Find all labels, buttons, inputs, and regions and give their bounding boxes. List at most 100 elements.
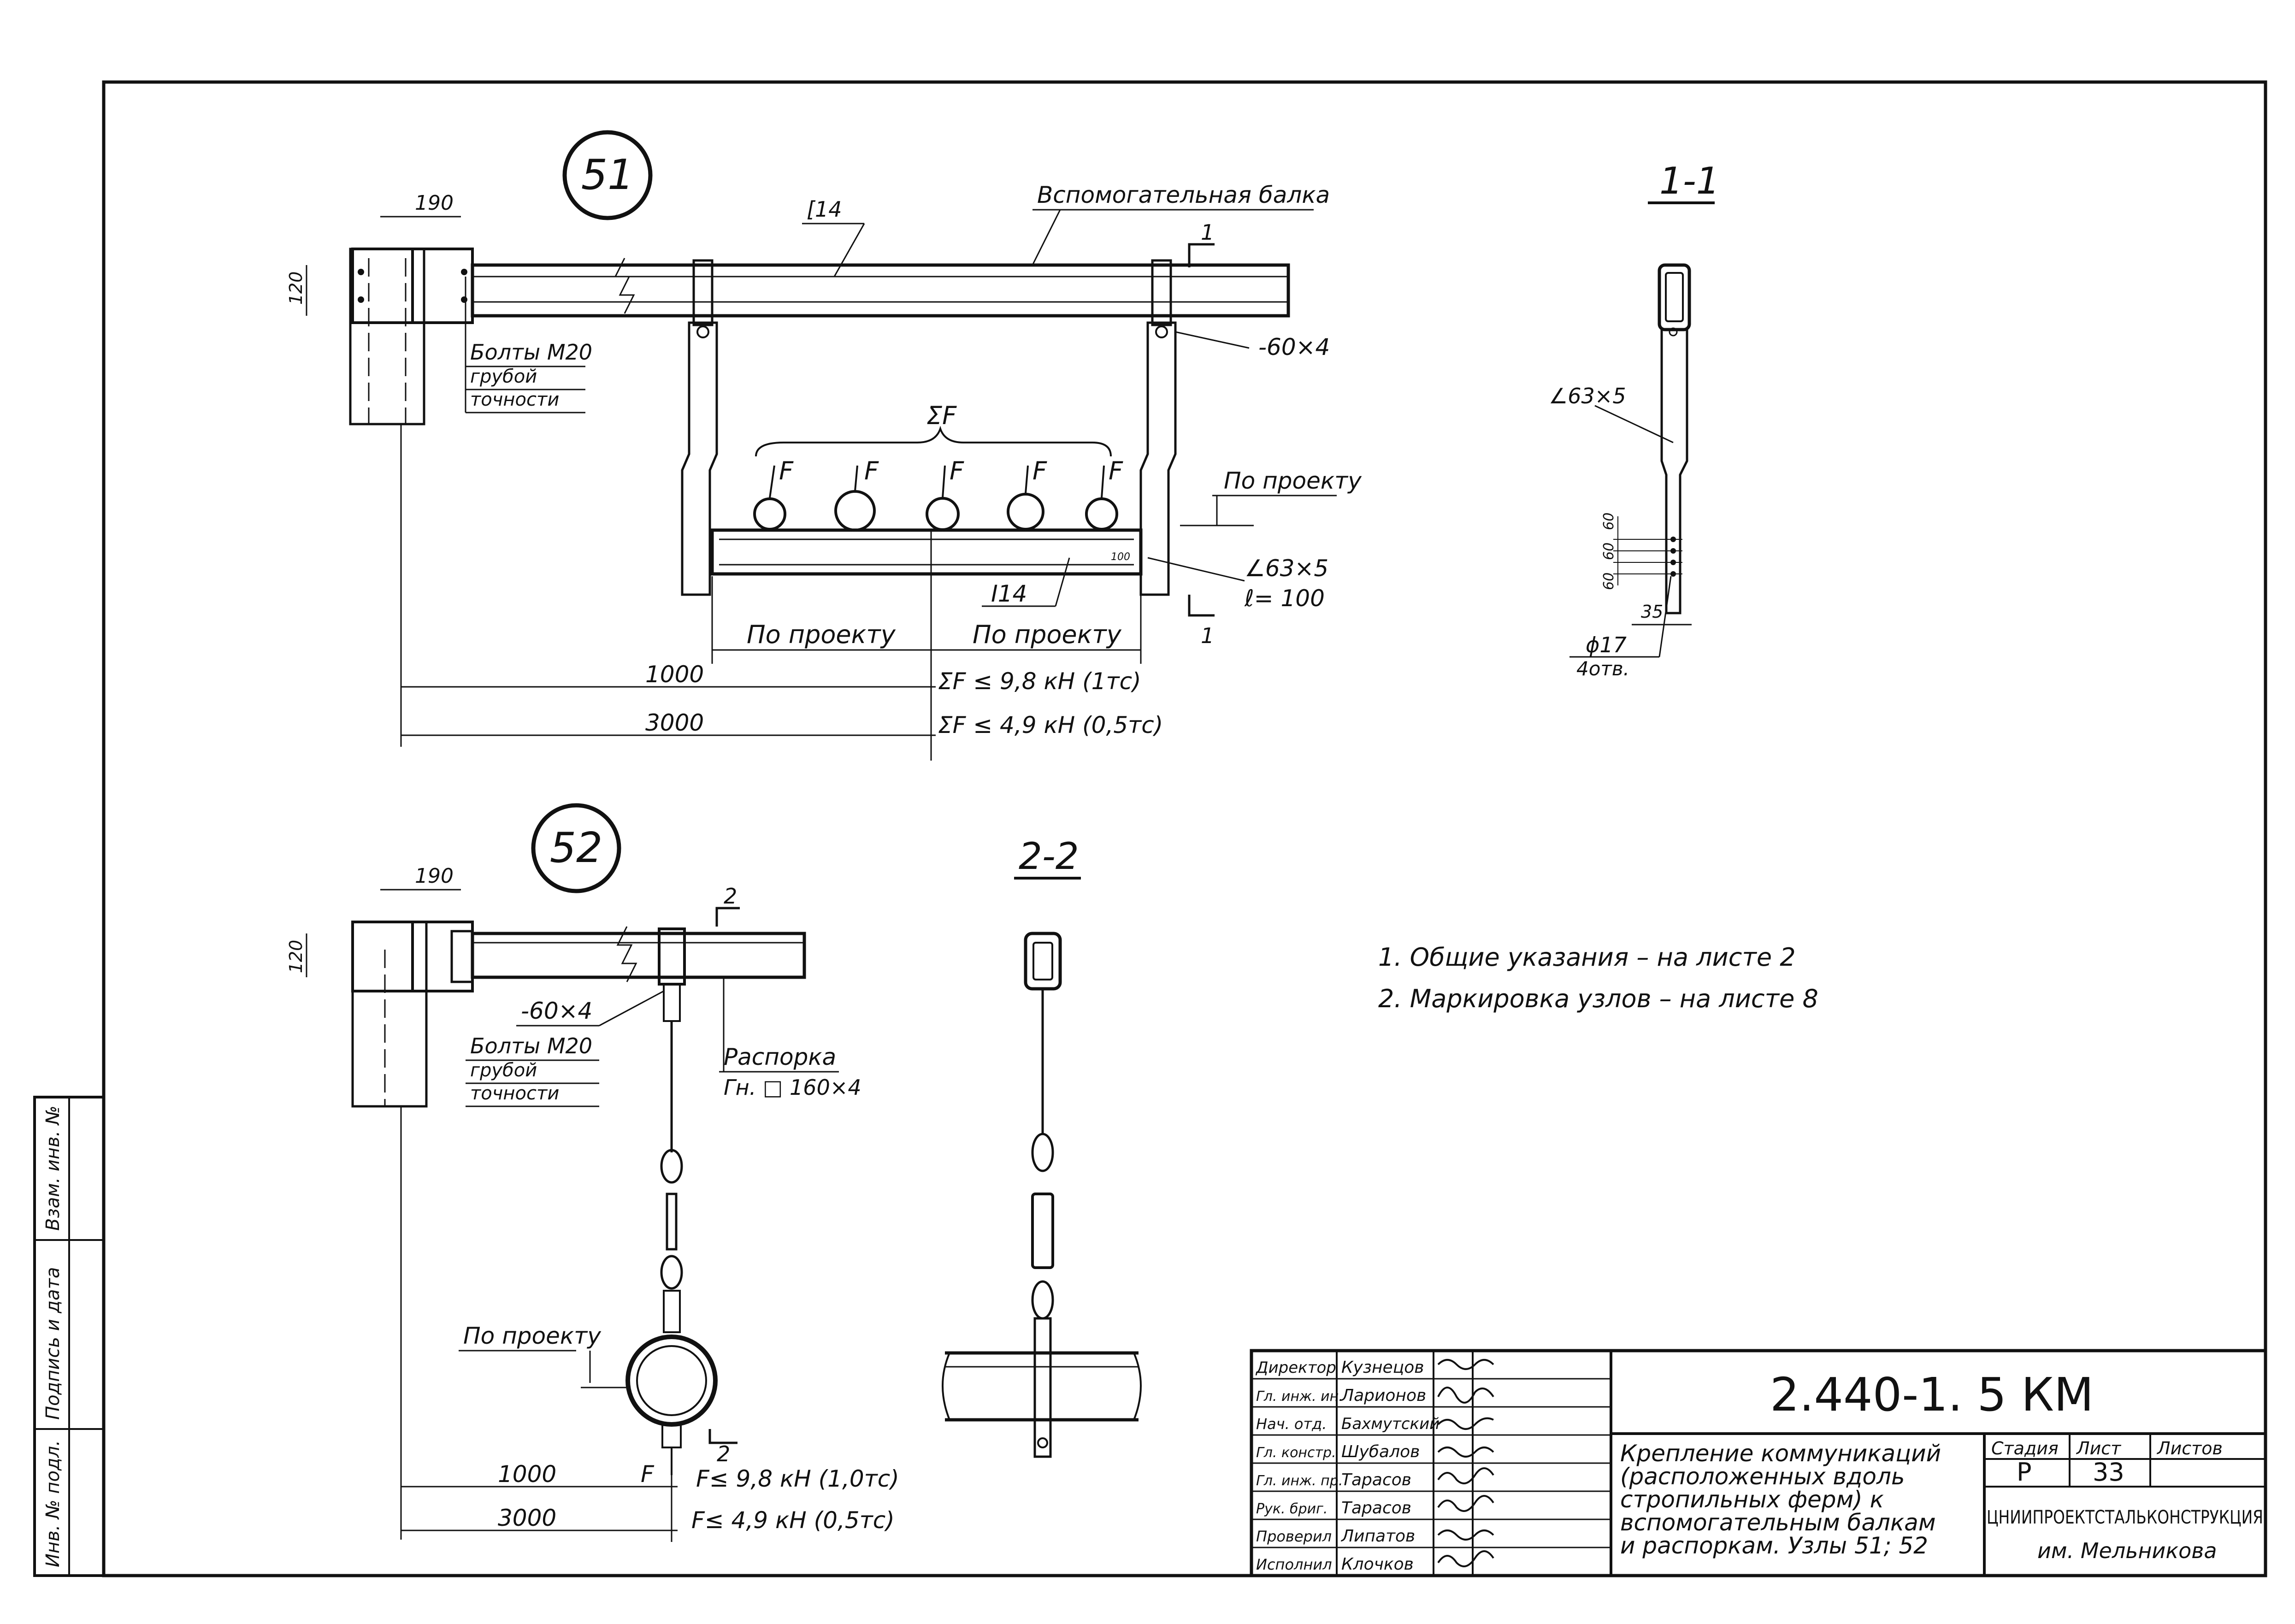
- side-stamp: Взам. инв. № Подпись и дата Инв. № подл.: [33, 1096, 105, 1577]
- load-1-52: F≤ 9,8 кН (1,0тс): [696, 1465, 899, 1492]
- channel-beam-51: [471, 263, 1290, 318]
- dim-120-51: 120: [286, 272, 306, 305]
- dim-100-51: 100: [1111, 551, 1130, 563]
- s11-dim-b: 60: [1601, 543, 1617, 560]
- name-4: Шубалов: [1341, 1442, 1420, 1461]
- section-mark-bottom-52: 2: [717, 1441, 730, 1466]
- per-project-label-52: По проекту: [463, 1323, 602, 1349]
- load-1-51: ΣF ≤ 9,8 кН (1тс): [938, 668, 1141, 695]
- s11-angle-label: ∠63×5: [1549, 384, 1626, 408]
- stamp-orig-inv: Инв. № подл.: [42, 1440, 64, 1567]
- dim-1000-52: 1000: [498, 1461, 556, 1488]
- desc-line-5: и распоркам. Узлы 51; 52: [1620, 1532, 1928, 1559]
- name-8: Клочков: [1341, 1555, 1414, 1574]
- strut-label: Распорка: [724, 1044, 836, 1070]
- desc-line-1: Крепление коммуникаций: [1620, 1440, 1941, 1467]
- section-1-1: 1-1 60 60 60 ∠63×5 35 ϕ17 4отв.: [1549, 159, 1720, 680]
- doc-code: 2.440-1. 5 КМ: [1770, 1368, 2094, 1422]
- name-6: Тарасов: [1341, 1499, 1411, 1518]
- desc-line-4: вспомогательным балкам: [1620, 1509, 1936, 1536]
- i-beam-51: [710, 528, 1143, 576]
- aux-beam-label: Вспомогательная балка: [1037, 182, 1330, 208]
- role-4: Гл. констр.: [1256, 1445, 1336, 1461]
- name-1: Кузнецов: [1341, 1358, 1424, 1377]
- i-beam-label-51: I14: [991, 580, 1027, 607]
- role-2: Гл. инж. ин.: [1256, 1388, 1343, 1405]
- section-mark-bottom-51: 1: [1201, 623, 1214, 648]
- dim-120-52: 120: [286, 940, 306, 974]
- dim-3000-51: 3000: [645, 709, 704, 736]
- load-2-51: ΣF ≤ 4,9 кН (0,5тс): [938, 712, 1163, 738]
- section-2-2-title: 2-2: [1019, 835, 1079, 878]
- org-name: ЦНИИПРОЕКТСТАЛЬКОНСТРУКЦИЯ: [1987, 1507, 2263, 1528]
- section-mark-top-52: 2: [724, 884, 737, 909]
- force-f-4: F: [1032, 456, 1047, 485]
- stage-header: Стадия: [1991, 1438, 2059, 1459]
- signatures: [1437, 1359, 1494, 1567]
- node-52-label: 52: [550, 824, 603, 872]
- angle-len-label-51: ℓ= 100: [1244, 585, 1325, 612]
- per-project-label-51c: По проекту: [973, 620, 1122, 649]
- pipes-51: [753, 490, 1118, 531]
- name-7: Липатов: [1340, 1527, 1415, 1546]
- stamp-sign-date: Подпись и дата: [42, 1267, 64, 1420]
- strip-label-52: -60×4: [521, 998, 592, 1024]
- hanger-left-51: [681, 321, 718, 596]
- strut-52: [471, 932, 806, 979]
- role-7: Проверил: [1256, 1528, 1332, 1545]
- force-f-52: F: [641, 1461, 655, 1488]
- s11-dim-c: 60: [1601, 573, 1617, 590]
- title-block: Директор Кузнецов Гл. инж. ин. Ларионов …: [1250, 1349, 2267, 1577]
- node-51-circle: [562, 130, 653, 220]
- bolts-line-3: точности: [470, 389, 559, 410]
- note-1: 1. Общие указания – на листе 2: [1378, 943, 1796, 972]
- name-5: Тарасов: [1341, 1470, 1411, 1489]
- role-5: Гл. инж. пр.: [1256, 1473, 1343, 1489]
- s11-dim-35: 35: [1641, 602, 1663, 622]
- stamp-replace-inv: Взам. инв. №: [42, 1105, 64, 1231]
- force-f-1: F: [779, 456, 794, 485]
- name-3: Бахмутский: [1341, 1415, 1440, 1433]
- stage-value: Р: [2017, 1458, 2032, 1487]
- sheets-header: Листов: [2156, 1438, 2223, 1459]
- general-notes: 1. Общие указания – на листе 2 2. Маркир…: [1378, 943, 1818, 1013]
- bolts-52-line-2: грубой: [470, 1060, 537, 1081]
- s11-hole-label: ϕ17: [1586, 632, 1627, 657]
- role-1: Директор: [1255, 1358, 1336, 1377]
- section-2-2: 2-2: [942, 835, 1142, 1458]
- load-2-52: F≤ 4,9 кН (0,5тс): [691, 1507, 895, 1534]
- force-f-5: F: [1109, 456, 1123, 485]
- desc-line-3: стропильных ферм) к: [1620, 1486, 1884, 1513]
- per-project-label-51b: По проекту: [747, 620, 896, 649]
- dim-3000-52: 3000: [498, 1505, 556, 1531]
- sheet-value: 33: [2093, 1458, 2124, 1487]
- role-8: Исполнил: [1256, 1556, 1332, 1573]
- node-52-circle: [531, 803, 621, 893]
- bolts-line-1: Болты М20: [470, 340, 592, 365]
- sum-f-label: ΣF: [926, 401, 957, 430]
- desc-line-2: (расположенных вдоль: [1620, 1463, 1905, 1490]
- strut-profile-label: Гн. □ 160×4: [724, 1075, 861, 1100]
- section-1-1-title: 1-1: [1659, 159, 1720, 202]
- note-2: 2. Маркировка узлов – на листе 8: [1378, 984, 1818, 1013]
- strip-label-51: -60×4: [1258, 334, 1330, 360]
- section-mark-top-51: 1: [1201, 220, 1214, 245]
- node-51-label: 51: [581, 151, 634, 199]
- sheet-header: Лист: [2076, 1438, 2122, 1459]
- force-f-3: F: [950, 456, 964, 485]
- org-sub: им. Мельникова: [2037, 1538, 2217, 1563]
- sheet-frame: [102, 80, 2267, 1577]
- hanger-right-51: [1139, 321, 1177, 596]
- dim-1000-51: 1000: [645, 661, 704, 688]
- angle-label-51: ∠63×5: [1245, 555, 1328, 582]
- s11-holes-count: 4отв.: [1576, 657, 1629, 680]
- bolts-52-line-1: Болты М20: [470, 1033, 592, 1058]
- s11-dim-a: 60: [1601, 513, 1617, 530]
- dim-190-52: 190: [415, 864, 454, 888]
- channel-label-51: [14: [807, 197, 842, 222]
- node-51: 51: [286, 130, 1362, 761]
- bolts-52-line-3: точности: [470, 1083, 559, 1104]
- role-6: Рук. бриг.: [1256, 1501, 1327, 1517]
- name-2: Ларионов: [1340, 1386, 1426, 1405]
